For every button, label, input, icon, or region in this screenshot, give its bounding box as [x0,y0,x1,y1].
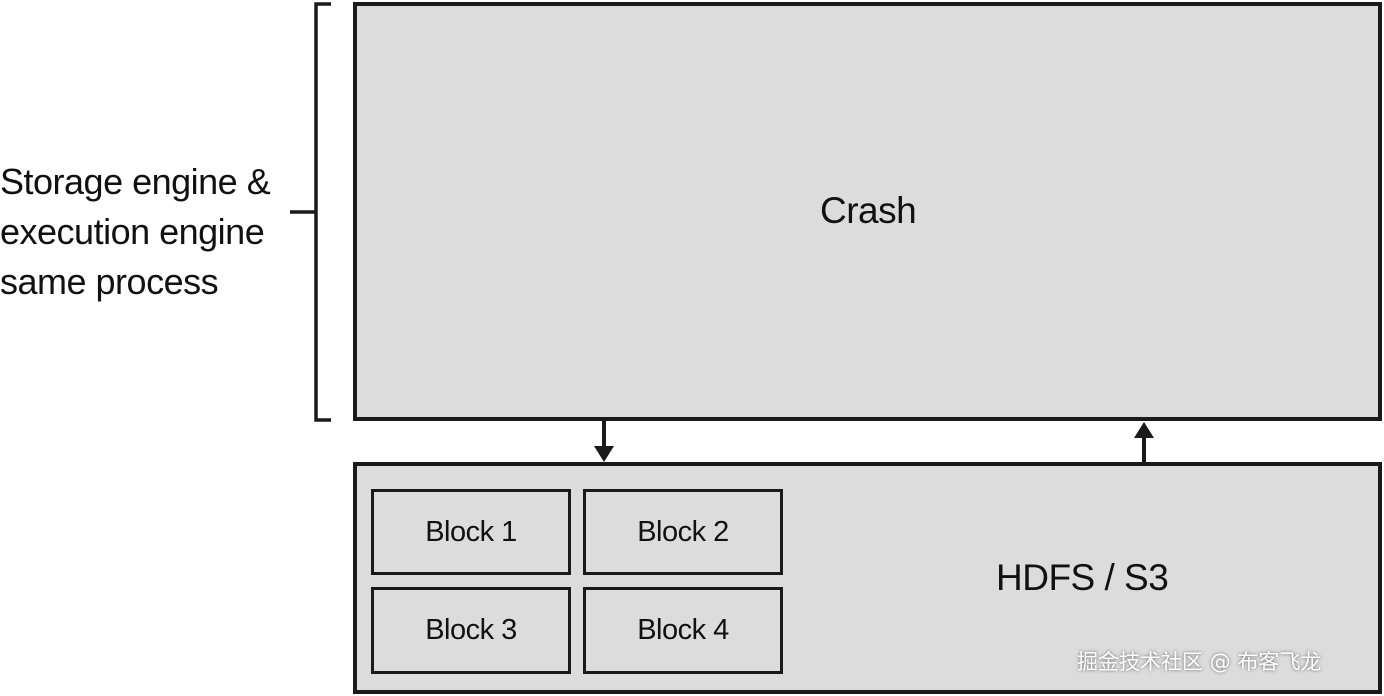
side-label-line-2: execution engine [0,211,265,252]
block-2: Block 2 [583,489,783,575]
storage-label: HDFS / S3 [996,557,1169,598]
watermark: 掘金技术社区 @ 布客飞龙 [1077,650,1322,674]
bracket [314,2,331,422]
side-label-line-1: Storage engine & [0,161,271,202]
block-3-label: Block 3 [425,614,517,646]
block-3: Block 3 [371,587,571,674]
arrow-up-head [1134,422,1154,438]
block-1: Block 1 [371,489,571,575]
side-label-line-3: same process [0,261,219,302]
block-2-label: Block 2 [637,515,729,548]
side-label: Storage engine & execution engine same p… [0,157,271,307]
block-4: Block 4 [583,587,783,674]
block-1-label: Block 1 [425,515,517,548]
crash-label: Crash [820,190,917,231]
crash-box [353,2,1382,421]
block-4-label: Block 4 [637,614,729,646]
arrow-down-head [594,446,614,462]
